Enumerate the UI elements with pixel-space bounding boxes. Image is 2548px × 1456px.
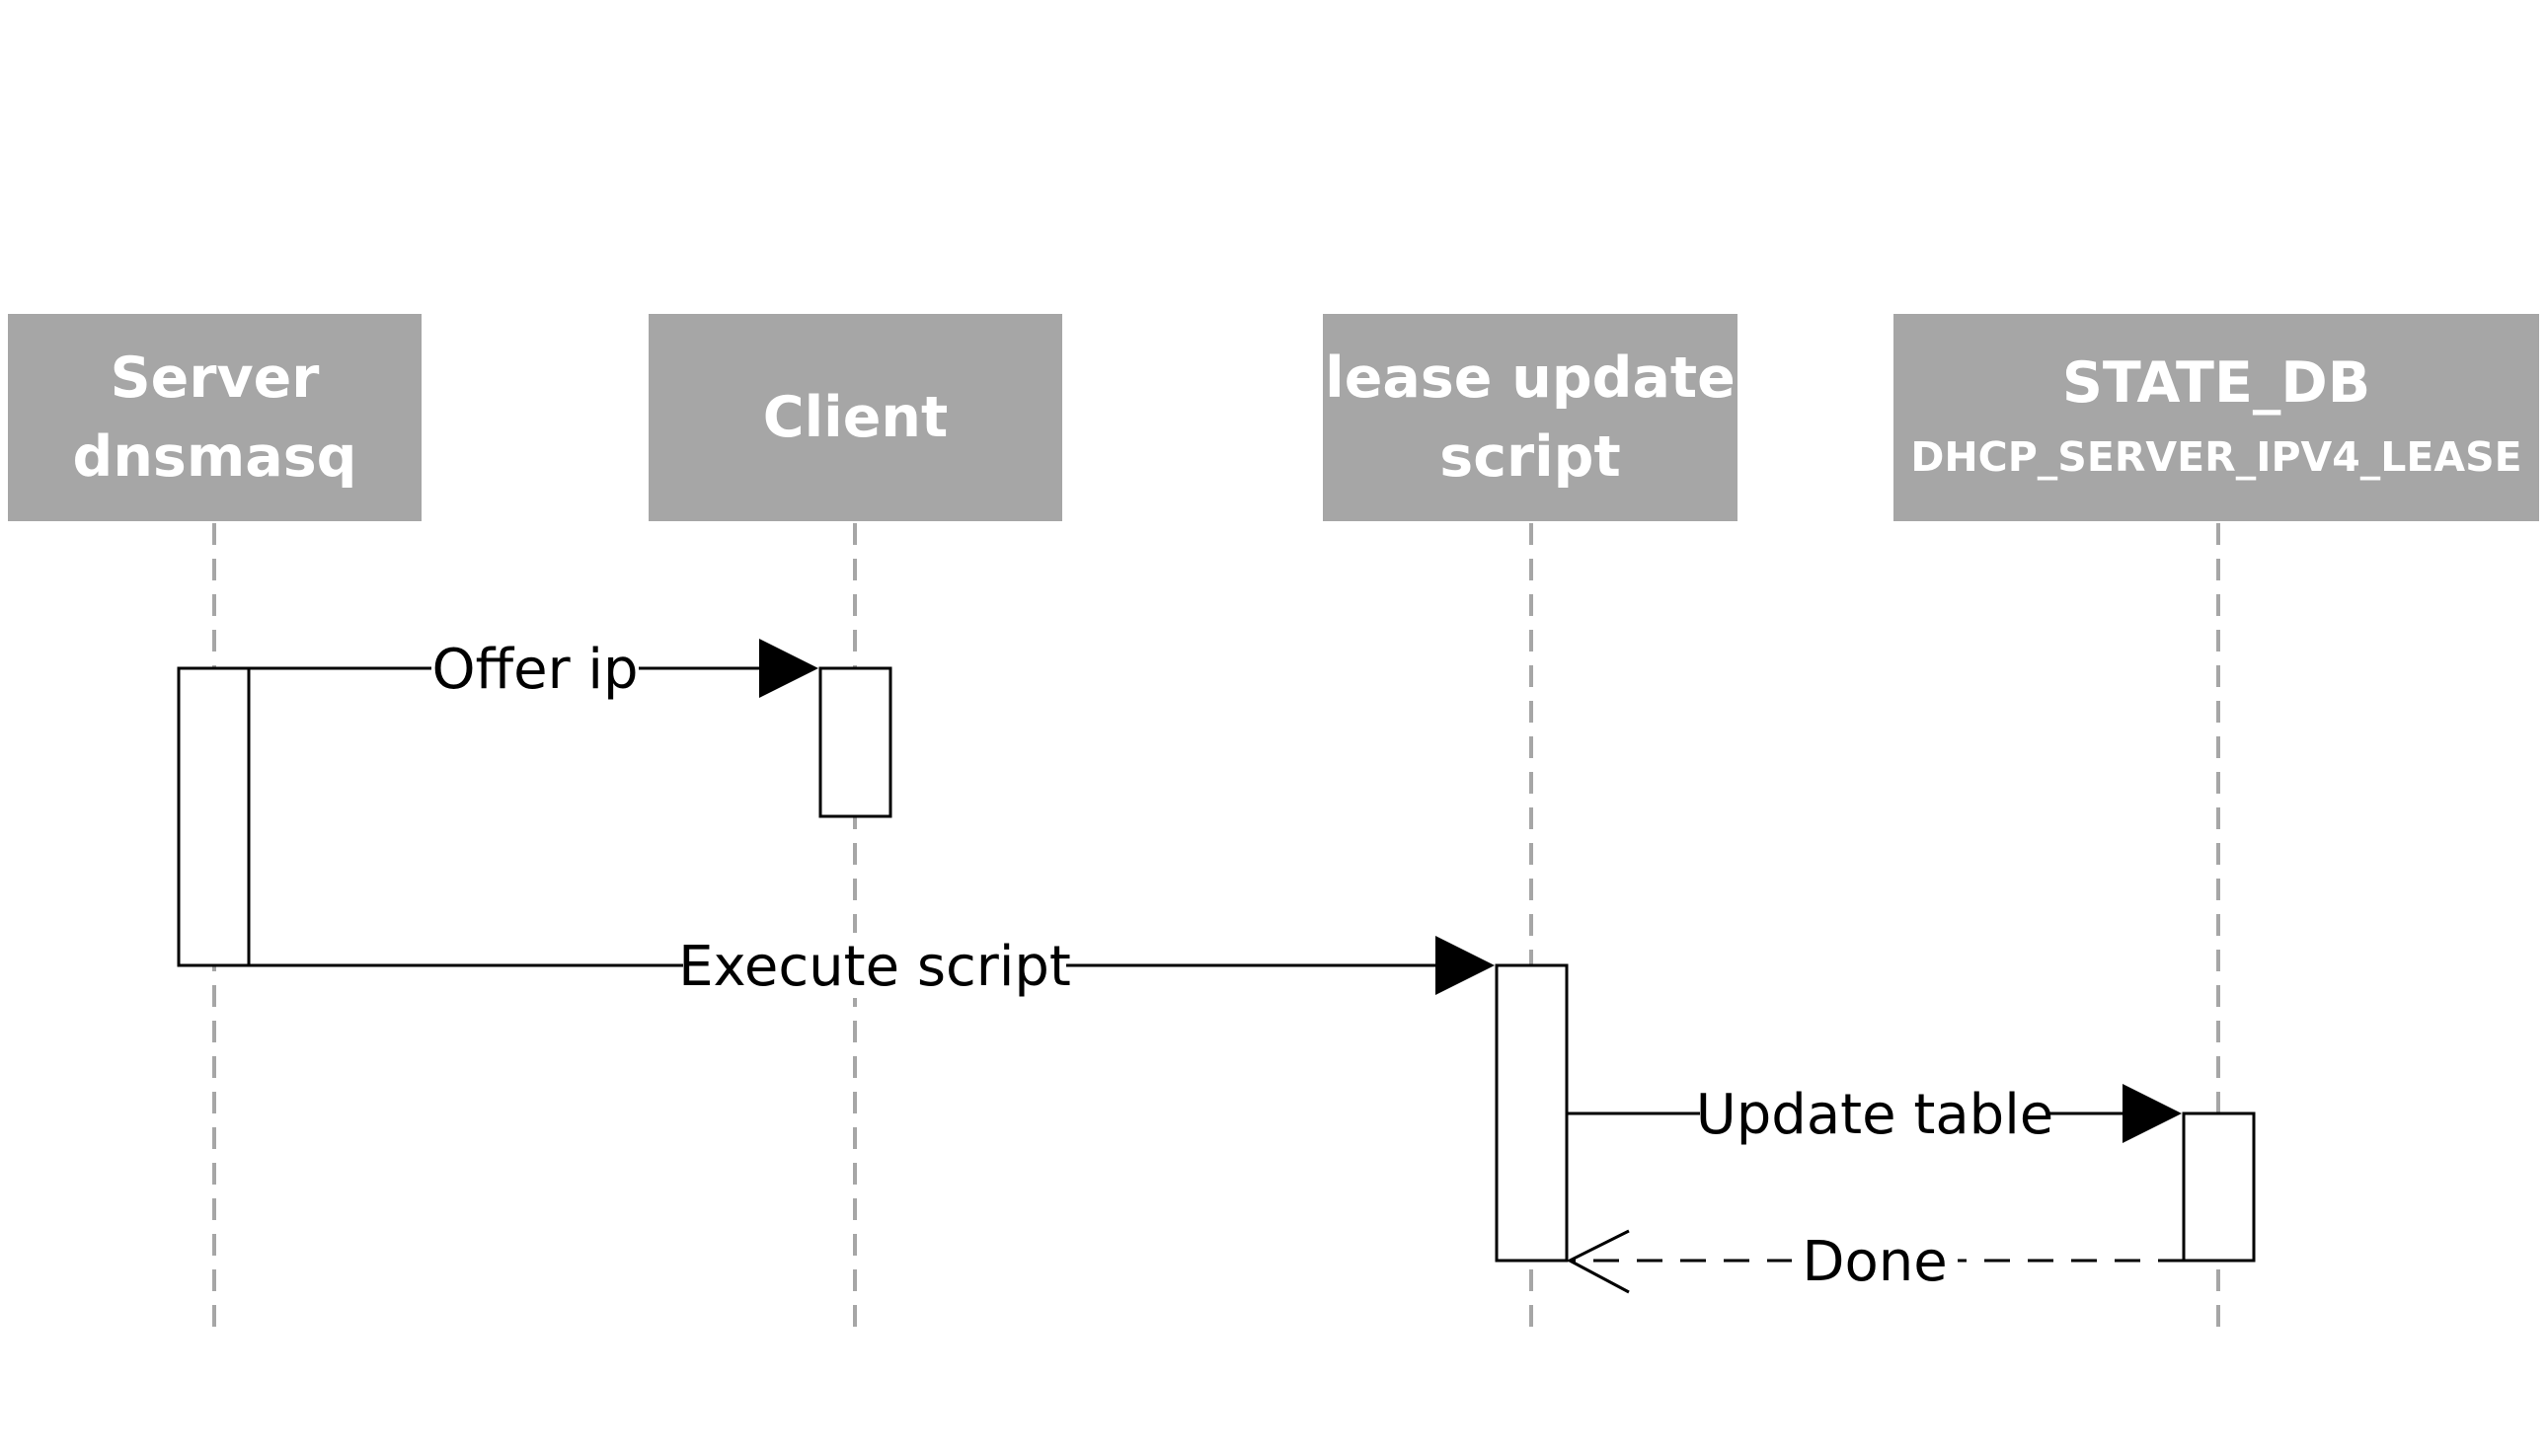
message-update-table: Update table [1567,1081,2182,1147]
participant-state-db: STATE_DB DHCP_SERVER_IPV4_LEASE [1893,314,2539,521]
participant-server-subtitle: dnsmasq [72,424,357,490]
message-offer-ip-label: Offer ip [431,638,638,702]
message-update-table-arrowhead [2123,1084,2182,1143]
participant-lease-script: lease update script [1323,314,1737,521]
participant-lease-script-subtitle: script [1439,424,1621,490]
message-offer-ip-label-bg [431,636,639,701]
participant-server: Server dnsmasq [8,314,422,521]
message-offer-ip-arrowhead [759,639,818,698]
message-done-label-bg [1792,1228,1958,1293]
message-done: Done [1566,1228,2184,1294]
activation-state-db [2182,1111,2256,1263]
participant-server-name: Server [110,345,320,411]
message-execute-script: Execute script [249,933,1495,999]
participant-lease-script-name: lease update [1325,345,1736,411]
message-offer-ip: Offer ip [249,636,818,702]
participant-state-db-subtitle: DHCP_SERVER_IPV4_LEASE [1910,433,2522,481]
activation-lease-script [1495,963,1569,1263]
message-execute-script-label: Execute script [678,935,1071,999]
participant-state-db-name: STATE_DB [2061,350,2371,416]
activation-client [818,666,892,818]
message-execute-script-label-bg [683,933,1066,998]
participant-client-name: Client [762,385,949,450]
activation-server [177,666,251,967]
message-done-label: Done [1802,1230,1947,1294]
message-update-table-label-bg [1700,1081,2049,1146]
participant-client: Client [649,314,1062,521]
message-done-arrowhead [1566,1229,1630,1294]
message-update-table-label: Update table [1696,1083,2053,1147]
message-execute-script-arrowhead [1435,936,1495,995]
